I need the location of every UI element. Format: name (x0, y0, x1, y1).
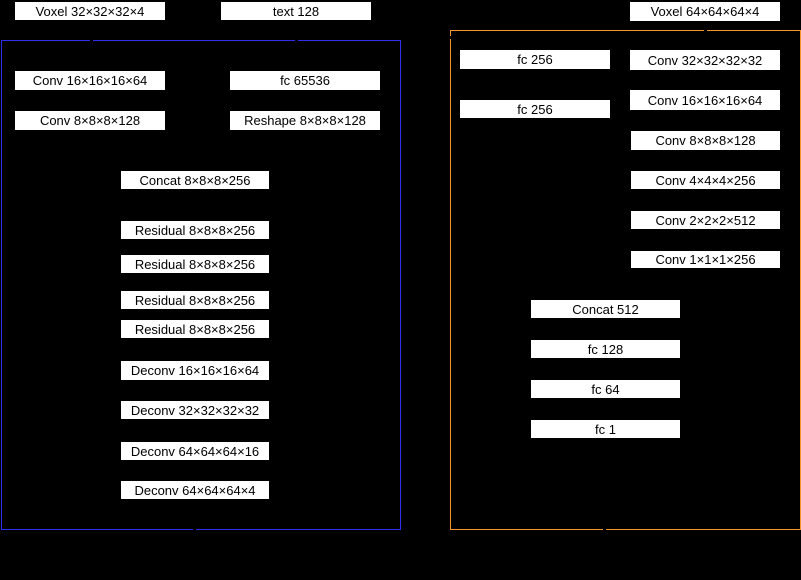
node-input-voxel-64: Voxel 64×64×64×4 (630, 2, 780, 21)
generator-group-box (1, 40, 401, 530)
node-gen-deconv-32x32x32x32: Deconv 32×32×32×32 (121, 401, 269, 419)
node-input-voxel-32: Voxel 32×32×32×4 (15, 2, 165, 20)
node-gen-residual-1: Residual 8×8×8×256 (121, 221, 269, 239)
arrow-crossing-tick (193, 528, 196, 531)
node-dis-conv-16x16x16x64: Conv 16×16×16×64 (630, 90, 780, 110)
node-gen-deconv-16x16x16x64: Deconv 16×16×16×64 (121, 361, 269, 380)
arrow-crossing-tick (449, 36, 452, 39)
node-gen-concat-8x8x8x256: Concat 8×8×8×256 (121, 171, 269, 189)
node-dis-conv-2x2x2x512: Conv 2×2×2×512 (631, 211, 780, 229)
arrow-crossing-tick (704, 29, 707, 32)
arrow-crossing-tick (90, 39, 93, 42)
node-dis-fc-64: fc 64 (531, 380, 680, 398)
node-dis-conv-4x4x4x256: Conv 4×4×4×256 (631, 171, 780, 189)
node-gen-conv-8x8x8x128: Conv 8×8×8×128 (15, 111, 165, 130)
arrow-crossing-tick (295, 39, 298, 42)
arrow-crossing-tick (603, 528, 606, 531)
node-dis-concat-512: Concat 512 (531, 300, 680, 318)
node-gen-deconv-64x64x64x16: Deconv 64×64×64×16 (121, 442, 269, 460)
node-gen-fc-65536: fc 65536 (230, 71, 380, 90)
node-dis-fc-128: fc 128 (531, 340, 680, 358)
node-input-text-128: text 128 (221, 2, 371, 20)
node-dis-conv-1x1x1x256: Conv 1×1×1×256 (631, 251, 780, 268)
node-gen-residual-2: Residual 8×8×8×256 (121, 255, 269, 273)
node-dis-fc-1: fc 1 (531, 420, 680, 438)
node-gen-deconv-64x64x64x4: Deconv 64×64×64×4 (121, 481, 269, 499)
node-dis-fc-256-a: fc 256 (460, 50, 610, 69)
node-dis-conv-8x8x8x128: Conv 8×8×8×128 (631, 131, 780, 150)
node-dis-fc-256-b: fc 256 (460, 100, 610, 118)
node-gen-conv-16x16x16x64: Conv 16×16×16×64 (15, 71, 165, 90)
node-gen-residual-3: Residual 8×8×8×256 (121, 291, 269, 309)
node-dis-conv-32x32x32x32: Conv 32×32×32×32 (630, 50, 780, 70)
node-gen-reshape-8x8x8x128: Reshape 8×8×8×128 (230, 111, 380, 130)
node-gen-residual-4: Residual 8×8×8×256 (121, 320, 269, 338)
